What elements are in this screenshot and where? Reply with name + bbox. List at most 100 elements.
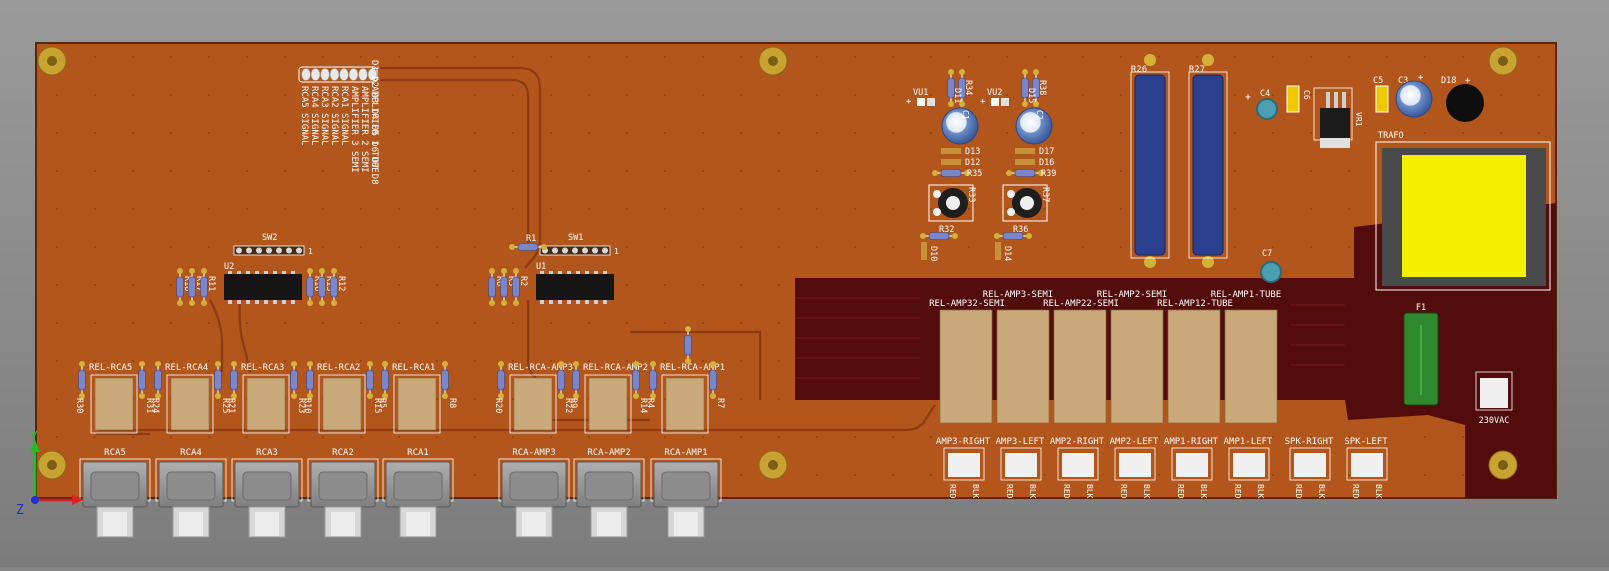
rca-label: RCA5 <box>104 448 126 458</box>
pot-label: R33 <box>966 187 976 202</box>
terminal-pin-a: RED <box>948 484 957 499</box>
resistor-body <box>381 369 389 391</box>
resistor: D11 <box>947 69 962 107</box>
resistor-label: R9 <box>568 398 578 408</box>
switch-pin <box>246 247 252 254</box>
resistor: R15 <box>366 361 382 413</box>
resistor: R24 <box>150 361 162 413</box>
rca-label: RCA-AMP3 <box>512 448 555 458</box>
pad <box>367 361 373 367</box>
rca-barrel-highlight <box>406 512 430 536</box>
ic-pin <box>255 271 259 275</box>
resistor-body <box>1021 77 1029 99</box>
switch-pin <box>256 247 262 254</box>
amp-relay-body <box>1167 309 1221 424</box>
pot-pin <box>933 208 941 216</box>
switch-pin <box>552 247 558 254</box>
relay-body <box>322 377 362 431</box>
switch-pin <box>286 247 292 254</box>
resistor: R3 <box>500 268 516 306</box>
pad <box>710 393 716 399</box>
diode <box>1015 159 1035 165</box>
ic-pin <box>540 271 544 275</box>
pad <box>307 361 313 367</box>
resistor-label: R12 <box>336 276 346 291</box>
amp-relay-label-bottom: REL-AMP12-TUBE <box>1157 299 1233 309</box>
pad <box>509 244 515 250</box>
resistor: R5 <box>377 361 389 408</box>
header-pin <box>367 68 378 81</box>
rca-barrel-highlight <box>674 512 698 536</box>
header-legend-line: AMPLIFIER 1 TUBE <box>369 86 379 173</box>
pad <box>155 393 161 399</box>
header-legend-line: RCA4 SIGNAL <box>309 86 319 146</box>
rca-label: RCA-AMP2 <box>587 448 630 458</box>
amp-relay-body <box>1110 309 1164 424</box>
resistor: R39 <box>1006 169 1056 179</box>
pad <box>920 233 926 239</box>
pot-outline <box>1002 184 1048 222</box>
pad <box>1022 69 1028 75</box>
header-pin <box>320 68 330 81</box>
pad <box>442 393 448 399</box>
amp-relay-label-bottom: REL-AMP32-SEMI <box>929 299 1005 309</box>
ic-pin <box>237 300 241 304</box>
pad <box>685 326 691 332</box>
terminal-pin-a: RED <box>1005 484 1014 499</box>
resistor-label: R24 <box>150 398 160 413</box>
pad <box>79 393 85 399</box>
bleeder-resistor: R26 <box>1130 54 1170 268</box>
resistor-label: R39 <box>1041 169 1056 179</box>
resistor-label: R4 <box>645 398 655 408</box>
ic-pin <box>282 300 286 304</box>
resistor: R23 <box>290 361 306 413</box>
rca-jack: RCA-AMP3 <box>498 448 570 538</box>
diode-label: D13 <box>965 147 980 157</box>
rca-face <box>661 471 711 501</box>
resistor: R30 <box>74 361 86 413</box>
resistor: R36 <box>994 225 1032 240</box>
rca-jack: RCA3 <box>231 448 303 538</box>
amp-relay-label-top: REL-AMP3-SEMI <box>983 290 1053 300</box>
resistor-body <box>188 276 196 298</box>
resistor-label: R36 <box>1013 225 1028 235</box>
resistor-body <box>958 77 966 99</box>
resistor-body <box>1002 232 1024 240</box>
resistor: R6 <box>488 268 504 306</box>
relay-outline <box>584 374 632 434</box>
terminal-outline <box>1228 447 1270 481</box>
speaker-label: AMP3-LEFT <box>996 437 1045 447</box>
relay-label: REL-RCA-AMP2 <box>583 363 648 373</box>
terminal-pin-b: BLK <box>1374 484 1383 499</box>
pad <box>489 300 495 306</box>
resistor-body <box>138 369 146 391</box>
bleeder-resistor: R27 <box>1188 54 1228 268</box>
mounting-hole-drill <box>47 460 57 470</box>
resistor-label: R6 <box>494 276 504 286</box>
resistor-label: R3 <box>506 276 516 286</box>
axis-gizmo[interactable]: Y Z <box>16 430 84 518</box>
regulator-body <box>1320 108 1350 138</box>
regulator-pin <box>1342 92 1346 108</box>
resistor: R8 <box>441 361 457 408</box>
header-pin <box>301 68 311 81</box>
pad <box>932 170 938 176</box>
pad <box>558 361 564 367</box>
terminal-block <box>1351 453 1383 477</box>
pad <box>685 358 691 364</box>
resistor-body <box>1032 77 1040 99</box>
resistor-body <box>940 169 962 177</box>
vu-meter-circuits: VU1+R34D11C1D13D12R35R33R32D10VU2+R38D15… <box>906 69 1056 261</box>
resistor: R11 <box>200 268 216 306</box>
rca-face <box>393 471 443 501</box>
resistor-label: R23 <box>296 398 306 413</box>
resistor: R4 <box>645 361 657 408</box>
